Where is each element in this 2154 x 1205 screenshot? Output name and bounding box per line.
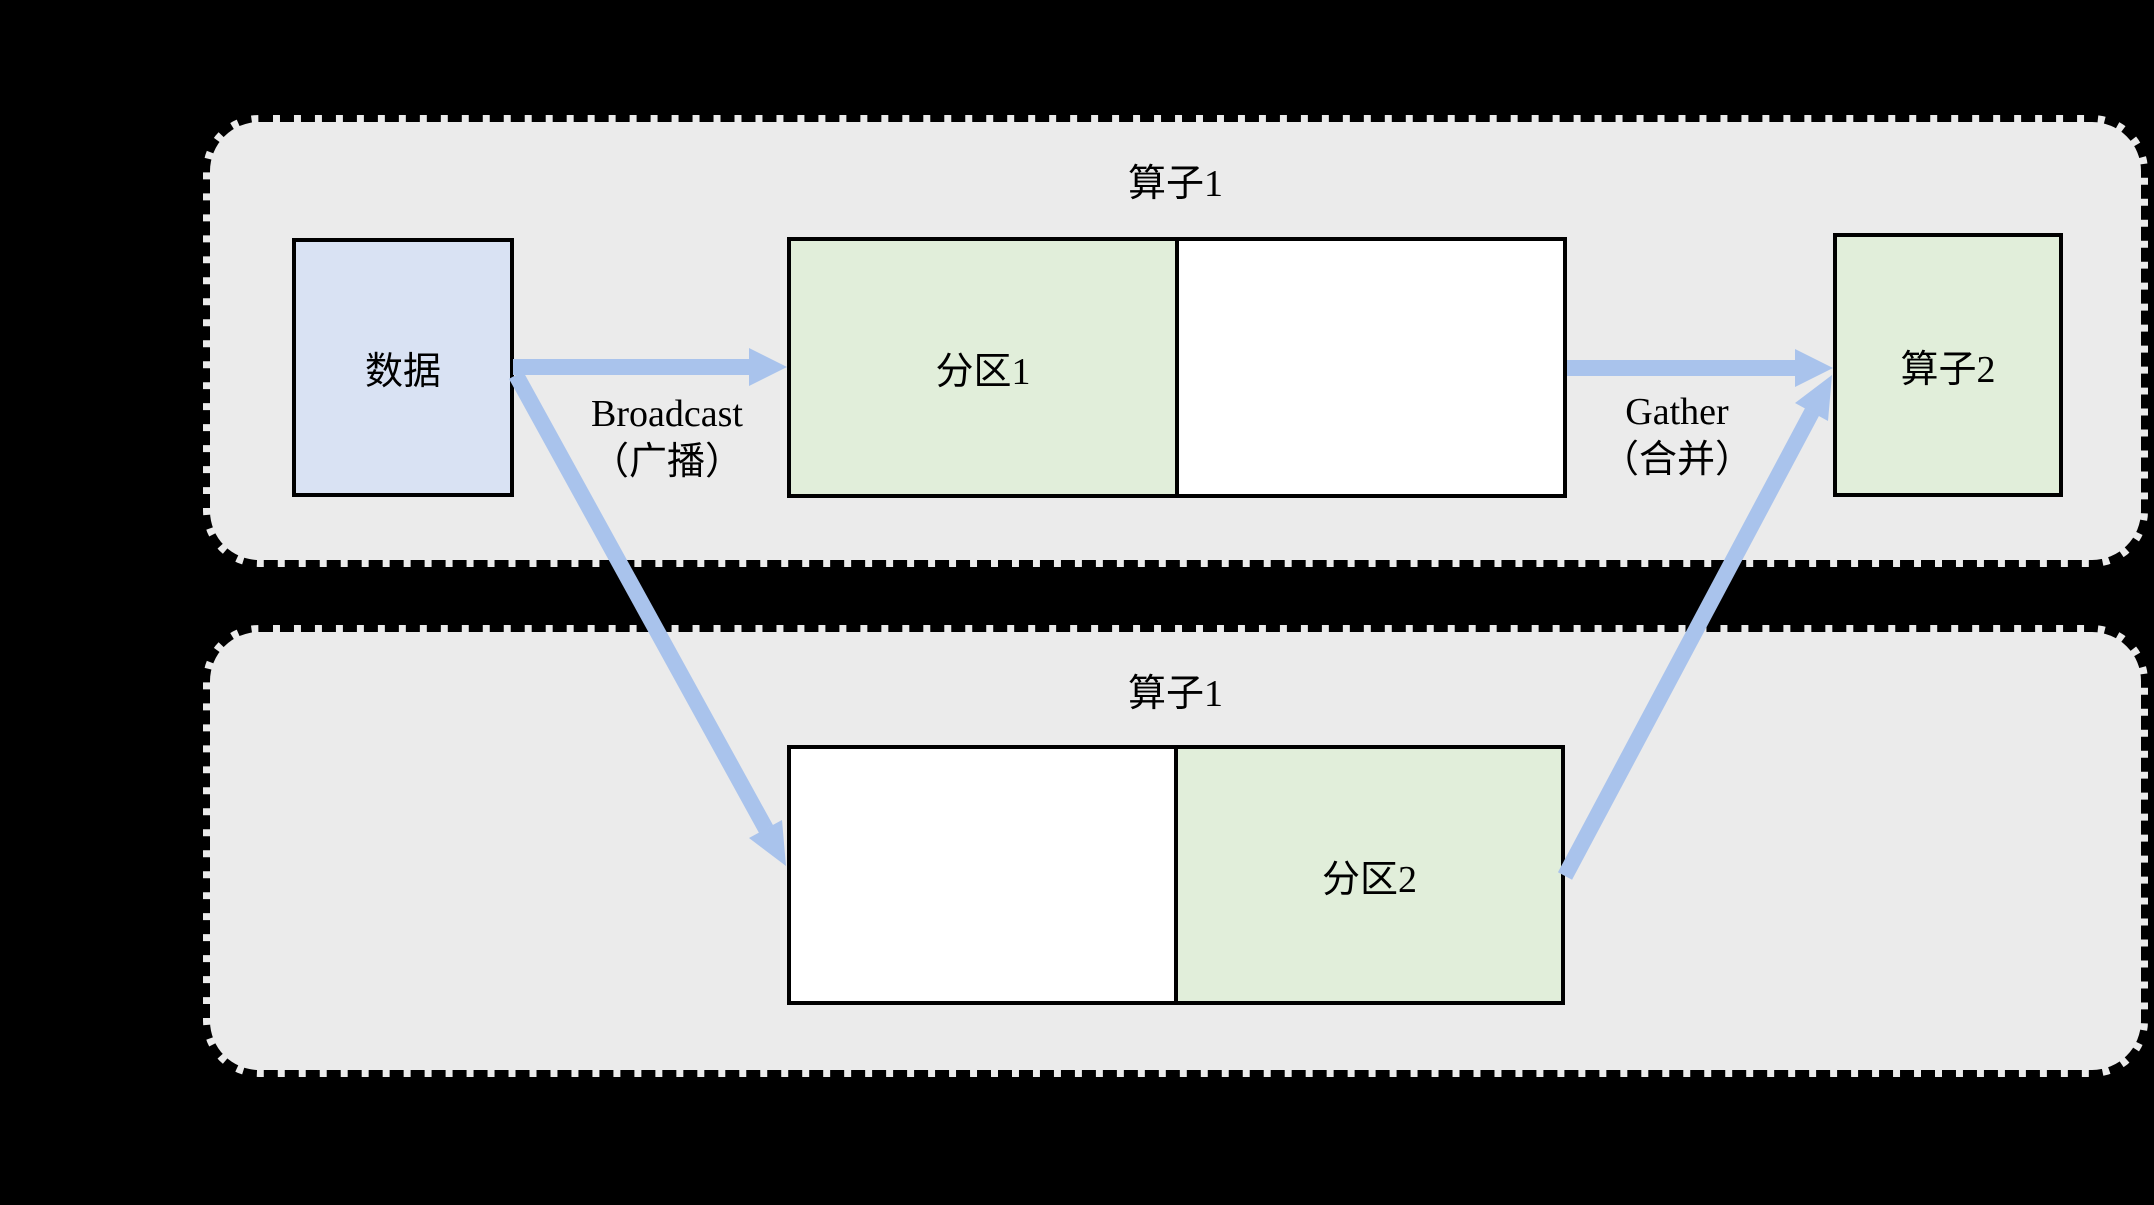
node1-partition-box: 分区1: [787, 237, 1567, 498]
gather-label-line2: （合并）: [1600, 439, 1753, 481]
broadcast-label: Broadcast （广播）: [507, 390, 827, 486]
gather-label: Gather （合并）: [1517, 388, 1837, 484]
partition1-cell: 分区1: [791, 241, 1179, 494]
operator2-label: 算子2: [1900, 348, 1996, 391]
partition2-label: 分区2: [1321, 858, 1417, 901]
broadcast-label-line1: Broadcast: [591, 393, 743, 435]
node1-empty-cell: [1179, 241, 1563, 494]
data-box: 数据: [292, 238, 514, 497]
partition2-cell: 分区2: [1178, 749, 1561, 1001]
operator2-box: 算子2: [1833, 233, 2063, 497]
node2-title: 算子1: [1127, 673, 1223, 715]
data-box-label: 数据: [364, 351, 441, 393]
node2-empty-cell: [791, 749, 1178, 1001]
node1-title: 算子1: [1127, 163, 1223, 205]
broadcast-label-line2: （广播）: [590, 441, 743, 483]
node2-partition-box: 分区2: [787, 745, 1565, 1005]
gather-label-line1: Gather: [1625, 391, 1729, 433]
partition1-label: 分区1: [935, 351, 1031, 393]
